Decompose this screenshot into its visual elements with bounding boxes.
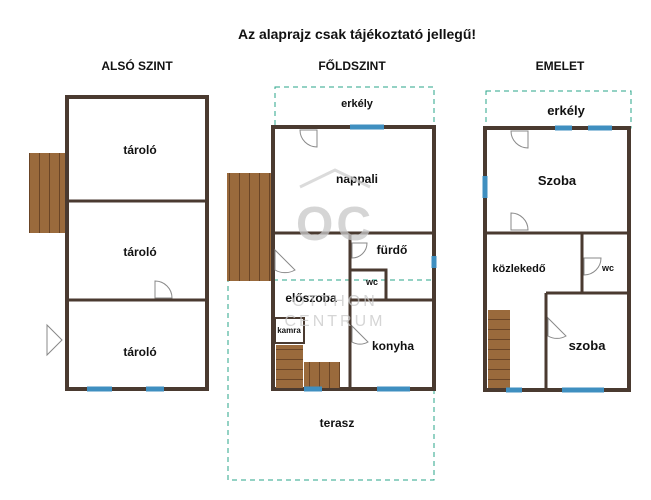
ground-outside-stairs (227, 173, 272, 281)
lower-door-1 (154, 280, 173, 299)
heading-lower-level: ALSÓ SZINT (101, 58, 173, 73)
ground-door-bath (351, 242, 368, 259)
watermark: OC OTTHON CENTRUM (285, 168, 386, 330)
upper-room-small-label: szoba (569, 338, 607, 353)
upper-room-large-label: Szoba (538, 173, 577, 188)
lower-room-1-label: tároló (123, 143, 156, 157)
ground-pantry-walls (274, 317, 305, 344)
watermark-logo: OC (296, 198, 374, 251)
watermark-line-2: CENTRUM (285, 313, 386, 330)
upper-door-balcony (510, 130, 529, 149)
ground-door-kitchen (351, 324, 369, 345)
ground-kitchen-label: konyha (372, 339, 414, 353)
lower-room-3-label: tároló (123, 345, 156, 359)
ground-balcony-outline (274, 86, 435, 128)
ground-bathroom-label: fürdő (377, 243, 408, 257)
lower-outside-stairs (29, 153, 66, 233)
page-title: Az alaprajz csak tájékoztató jellegű! (238, 26, 476, 42)
upper-corridor-label: közlekedő (492, 263, 545, 275)
lower-outer-wall (65, 95, 209, 391)
lower-level-plan: tároló tároló tároló (29, 95, 209, 392)
ground-terrace-label: terasz (320, 416, 355, 430)
ground-door-balcony (299, 129, 318, 148)
upper-stairs (488, 310, 510, 388)
upper-door-wc (583, 257, 602, 276)
ground-hall-label: előszoba (285, 291, 337, 305)
ground-wc-walls (348, 268, 388, 302)
upper-door-room-small (547, 316, 567, 339)
watermark-roof-icon (299, 168, 371, 189)
heading-upper-level: EMELET (536, 59, 585, 73)
upper-wc-label: wc (601, 263, 614, 273)
ground-door-entrance (274, 248, 296, 274)
ground-wc-label: wc (365, 277, 378, 287)
ground-stairs-up (276, 345, 303, 388)
upper-level-plan: erkély Szoba közlekedő wc szoba (482, 90, 632, 393)
watermark-line-1: OTTHON (292, 293, 378, 310)
ground-balcony-label: erkély (341, 98, 374, 110)
heading-ground-level: FŐLDSZINT (318, 58, 386, 73)
upper-door-room-large (510, 212, 529, 231)
lower-outside-door (46, 323, 63, 357)
ground-stairs-landing (304, 362, 340, 388)
lower-room-2-label: tároló (123, 245, 156, 259)
upper-balcony-label: erkély (547, 103, 585, 118)
ground-level-plan: erkély nappali fürdő wc előszoba kamra k… (227, 86, 437, 481)
ground-pantry-label: kamra (277, 326, 301, 335)
